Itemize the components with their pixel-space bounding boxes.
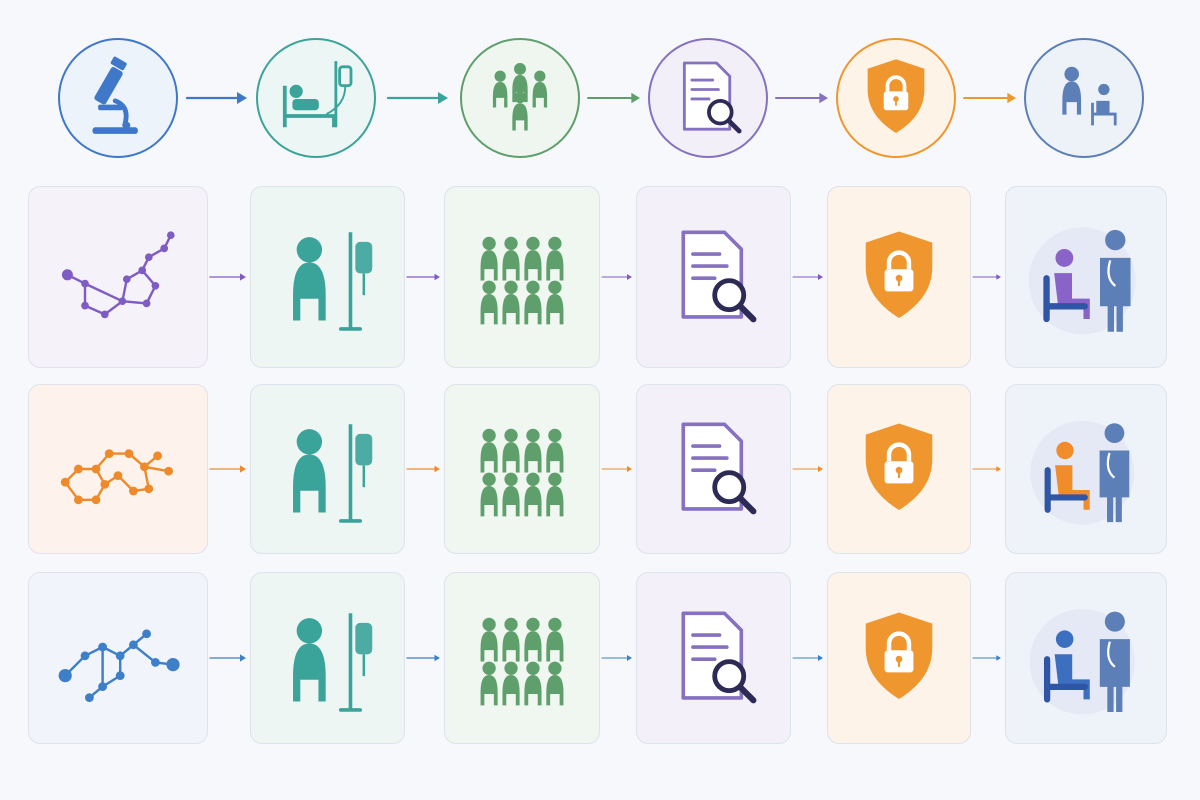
row-3-arrow-4 [792, 650, 823, 666]
patient-iv-drip-icon [261, 203, 394, 351]
row-3-arrow-3 [601, 650, 632, 666]
row-1-molecule-box [28, 186, 208, 368]
row-3-stage-2-box [444, 572, 600, 744]
microscope-icon [66, 46, 170, 150]
shield-lock-icon [844, 46, 948, 150]
patient-iv-drip-icon [261, 589, 394, 727]
row-1-arrow-2 [406, 269, 440, 285]
doctor-patient-consult-icon [1032, 46, 1136, 150]
header-arrow [587, 88, 640, 108]
hospital-bed-iv-icon [264, 46, 368, 150]
header-stage-clinical-trial [256, 38, 376, 158]
header-arrow [185, 88, 248, 108]
row-1-stage-1-box [250, 186, 405, 368]
molecule-orange-icon [41, 403, 195, 535]
header-arrow [775, 88, 828, 108]
row-1-stage-4-box [827, 186, 971, 368]
row-1-arrow-4 [792, 269, 823, 285]
row-2-stage-1-box [250, 384, 405, 554]
row-1-arrow-3 [601, 269, 632, 285]
row-1-arrow-5 [972, 269, 1001, 285]
study-cohort-icon [455, 401, 589, 537]
patient-iv-drip-icon [261, 401, 394, 537]
row-1-stage-2-box [444, 186, 600, 368]
row-3-arrow-1 [209, 650, 246, 666]
header-stage-regulatory-security [836, 38, 956, 158]
header-arrow [384, 88, 452, 108]
header-stage-patient-population [460, 38, 580, 158]
row-3-stage-1-box [250, 572, 405, 744]
doctor-patient-icon [1016, 589, 1156, 727]
row-1-arrow-1 [209, 269, 246, 285]
row-2-stage-5-box [1005, 384, 1167, 554]
row-2-molecule-box [28, 384, 208, 554]
document-search-icon [656, 46, 760, 150]
row-2-arrow-5 [972, 461, 1001, 477]
molecule-purple-icon [41, 205, 195, 349]
row-2-arrow-2 [406, 461, 440, 477]
row-2-arrow-1 [209, 461, 246, 477]
row-2-stage-3-box [636, 384, 791, 554]
row-2-arrow-3 [601, 461, 632, 477]
document-review-icon [647, 401, 780, 537]
row-3-stage-4-box [827, 572, 971, 744]
row-2-stage-4-box [827, 384, 971, 554]
row-1-stage-3-box [636, 186, 791, 368]
row-2-stage-2-box [444, 384, 600, 554]
header-arrow [963, 88, 1016, 108]
shield-lock-icon [838, 203, 960, 351]
row-3-arrow-5 [972, 650, 1001, 666]
row-3-stage-5-box [1005, 572, 1167, 744]
row-3-stage-3-box [636, 572, 791, 744]
document-review-icon [647, 203, 780, 351]
row-1-stage-5-box [1005, 186, 1167, 368]
patient-group-icon [468, 46, 572, 150]
molecule-blue-icon [41, 591, 195, 725]
doctor-patient-icon [1016, 401, 1156, 537]
shield-lock-icon [838, 589, 960, 727]
document-review-icon [647, 589, 780, 727]
row-2-arrow-4 [792, 461, 823, 477]
row-3-molecule-box [28, 572, 208, 744]
header-stage-patient-care [1024, 38, 1144, 158]
shield-lock-icon [838, 401, 960, 537]
study-cohort-icon [455, 203, 589, 351]
study-cohort-icon [455, 589, 589, 727]
row-3-arrow-2 [406, 650, 440, 666]
doctor-patient-icon [1016, 203, 1156, 351]
header-stage-research [58, 38, 178, 158]
header-stage-data-review [648, 38, 768, 158]
